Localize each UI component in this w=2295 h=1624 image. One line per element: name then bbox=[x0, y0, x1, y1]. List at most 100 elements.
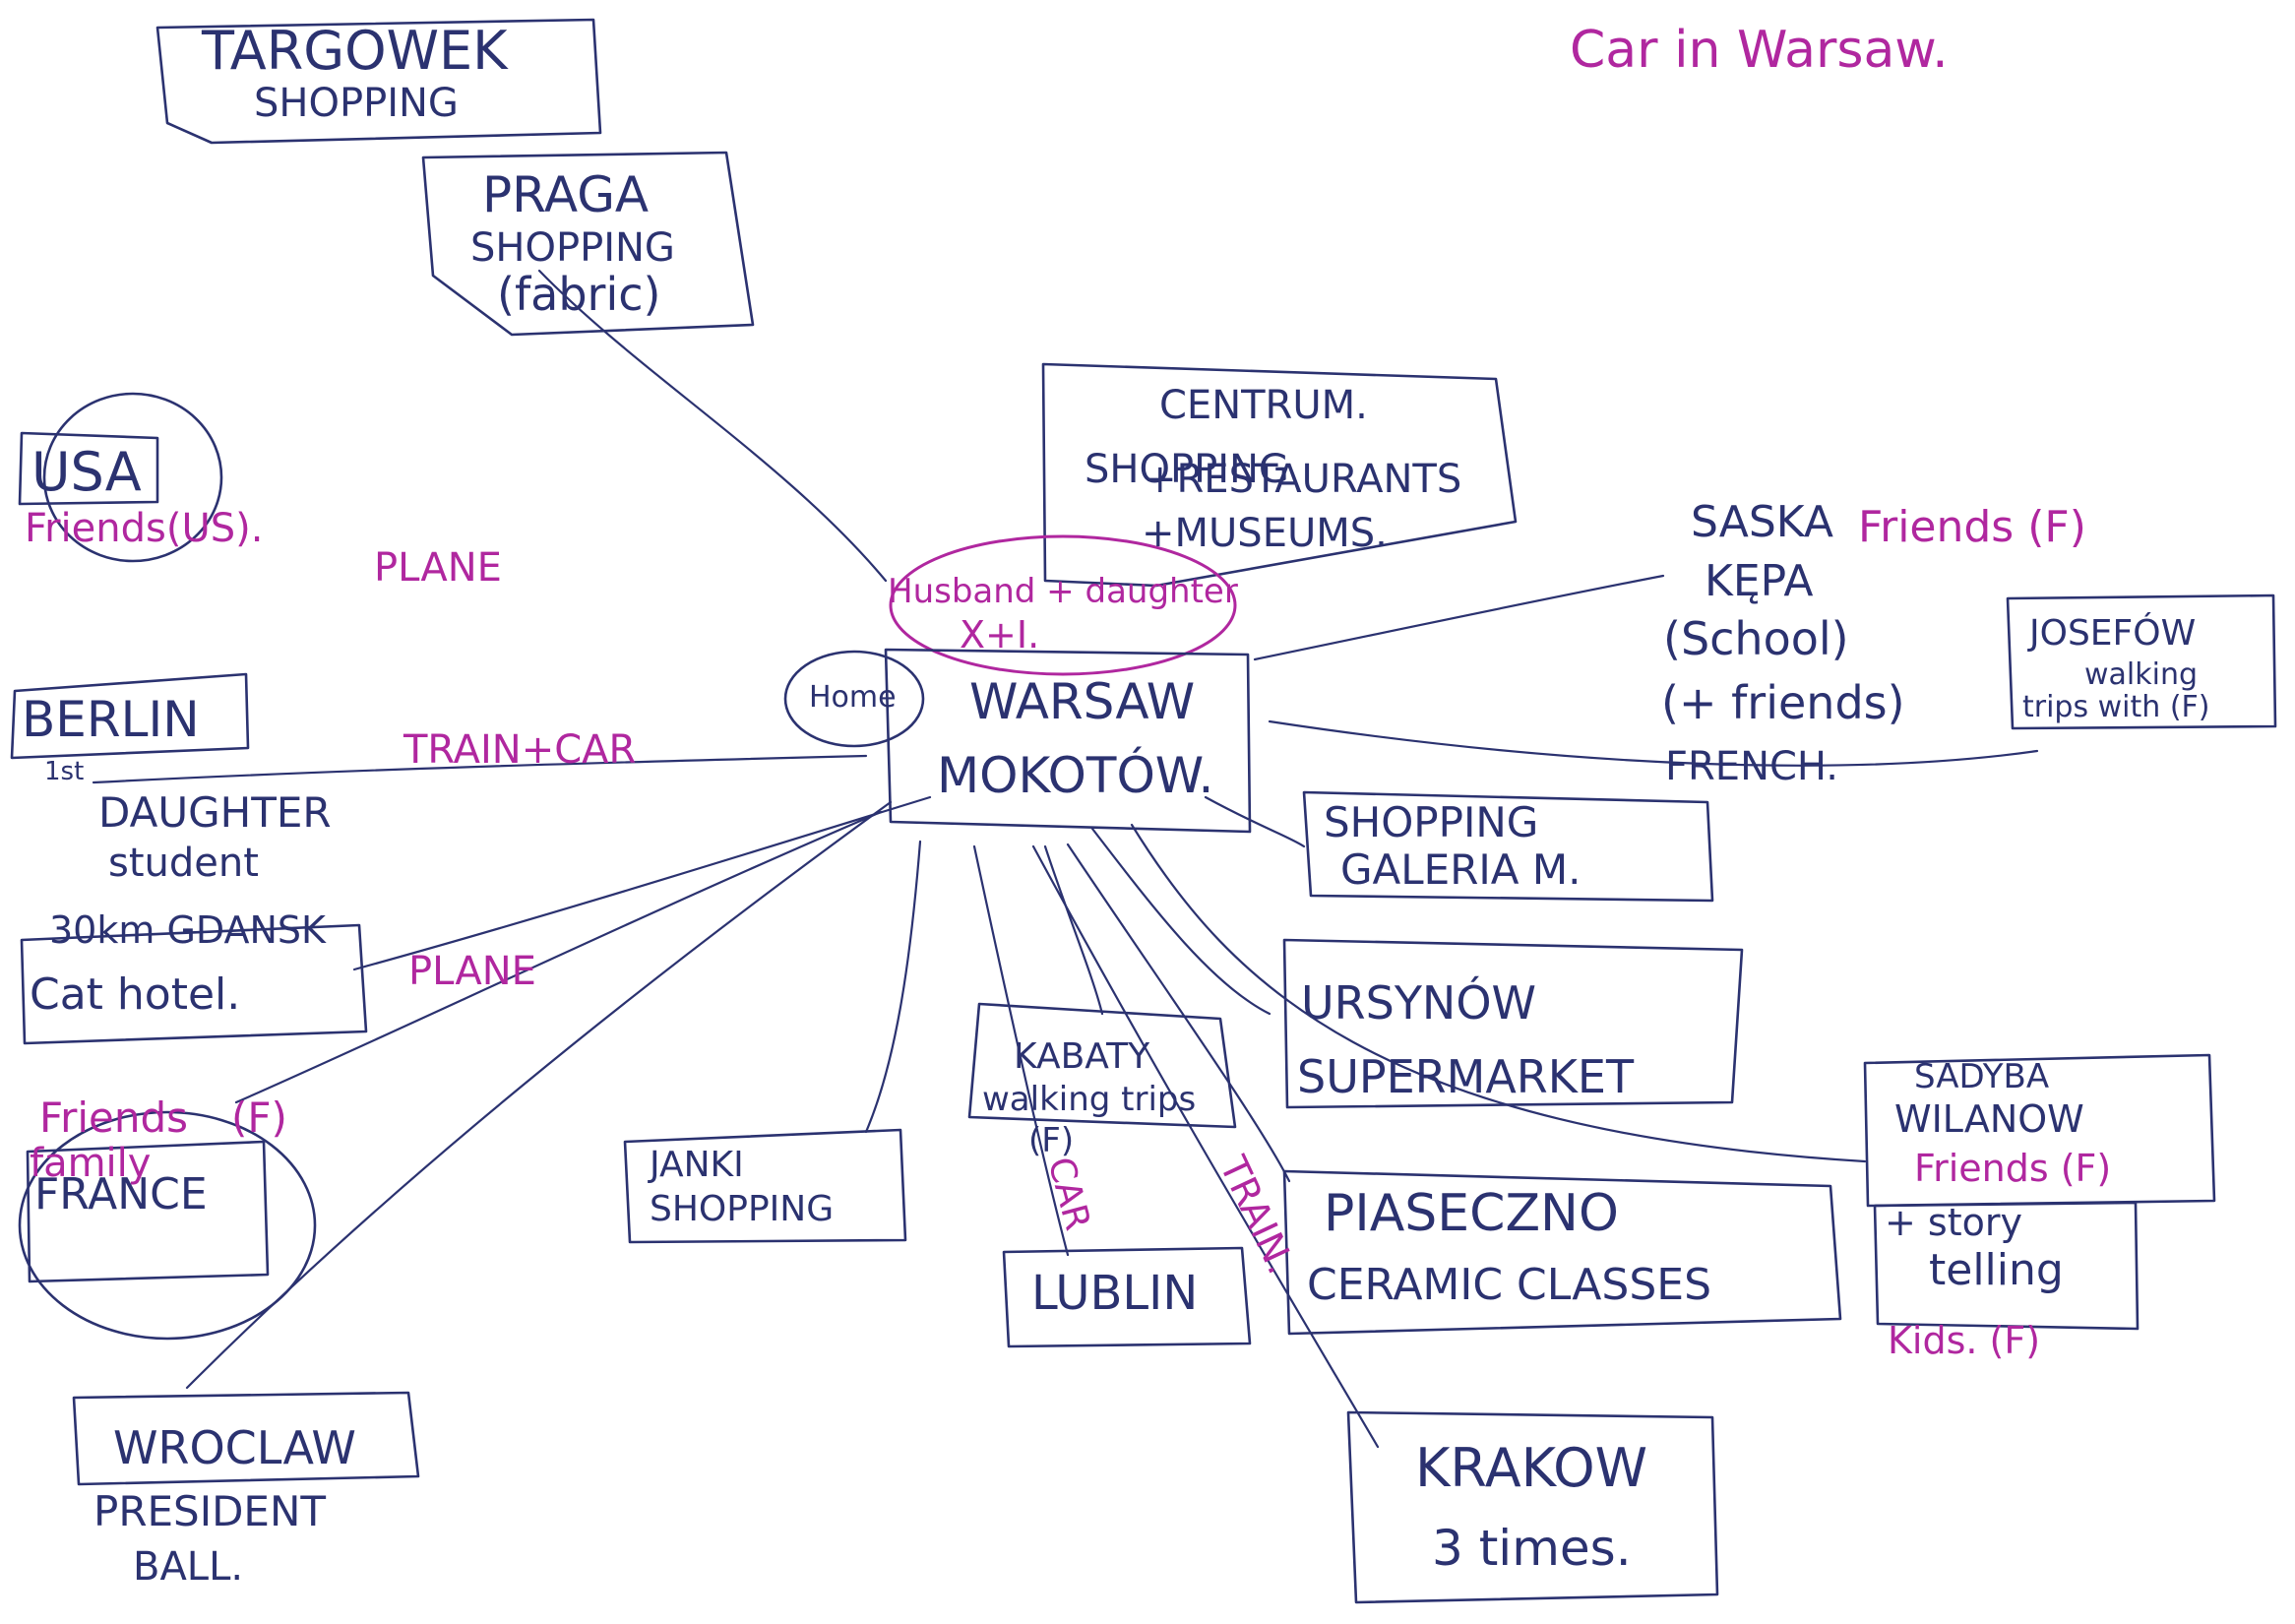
car-label: CAR bbox=[1039, 1153, 1097, 1234]
wroclaw-line-1: PRESIDENT bbox=[93, 1487, 326, 1535]
usa-note: Friends(US). bbox=[25, 506, 263, 551]
centrum-line-1: CENTRUM. bbox=[1159, 383, 1368, 428]
wroclaw-line-2: BALL. bbox=[133, 1544, 243, 1590]
france-label: FRANCE bbox=[34, 1169, 208, 1219]
link-saska bbox=[1253, 574, 1665, 661]
link-france bbox=[234, 810, 883, 1104]
france-circle bbox=[18, 1110, 317, 1341]
warsaw-label: WARSAW bbox=[969, 673, 1195, 730]
sadyba-sub-2: telling bbox=[1929, 1245, 2064, 1295]
mokotow-label: MOKOTÓW. bbox=[937, 746, 1213, 804]
josefow-line-1: JOSEFÓW bbox=[2027, 612, 2196, 654]
france-note-2: family bbox=[30, 1141, 151, 1186]
centrum-line-2: SHOPPING bbox=[1085, 447, 1289, 492]
krakow-line-1: KRAKOW bbox=[1415, 1437, 1647, 1499]
usa-box bbox=[18, 431, 159, 506]
household-ellipse bbox=[889, 534, 1237, 676]
page-title: Car in Warsaw. bbox=[1570, 21, 1949, 80]
sadyba-box bbox=[1863, 1053, 2216, 1208]
warsaw-box bbox=[884, 648, 1252, 834]
saska-line-1: SASKA bbox=[1691, 497, 1833, 547]
centrum-line-3: +RESTAURANTS bbox=[1144, 457, 1461, 502]
gdansk-line-1: 30km GDANSK bbox=[49, 908, 327, 952]
usa-circle bbox=[42, 392, 223, 563]
kabaty-line-2: walking trips bbox=[982, 1080, 1196, 1119]
targowek-line-2: SHOPPING bbox=[254, 81, 459, 126]
lublin-label: LUBLIN bbox=[1031, 1266, 1198, 1321]
gdansk-box bbox=[20, 923, 368, 1045]
gdansk-line-2: Cat hotel. bbox=[30, 969, 240, 1020]
link-piaseczno bbox=[1066, 843, 1291, 1183]
josefow-line-2: walking bbox=[2084, 657, 2198, 692]
train-label: TRAIN. bbox=[1210, 1149, 1302, 1280]
usa-label: USA bbox=[31, 441, 142, 503]
ursynow-box bbox=[1282, 938, 1744, 1109]
kabaty-line-1: KABATY bbox=[1014, 1036, 1150, 1077]
link-berlin bbox=[92, 754, 868, 784]
shopping-galeria-line-1: SHOPPING bbox=[1324, 798, 1538, 846]
home-label: Home bbox=[809, 680, 897, 715]
link-krakow bbox=[1031, 844, 1380, 1449]
janki-line-2: SHOPPING bbox=[650, 1189, 834, 1229]
berlin-label: BERLIN bbox=[22, 691, 200, 748]
josefow-box bbox=[2006, 593, 2277, 730]
france-box bbox=[26, 1140, 270, 1283]
home-ellipse bbox=[783, 650, 925, 748]
sadyba-kids: Kids. (F) bbox=[1888, 1319, 2040, 1362]
sadyba-line-1: SADYBA bbox=[1914, 1057, 2049, 1096]
piaseczno-box bbox=[1282, 1169, 1842, 1336]
ursynow-line-1: URSYNÓW bbox=[1301, 976, 1536, 1030]
janki-box bbox=[623, 1128, 907, 1244]
saska-line-4: (+ friends) bbox=[1661, 676, 1905, 729]
sadyba-sub-box bbox=[1873, 1201, 2140, 1331]
saska-line-5: FRENCH. bbox=[1665, 744, 1838, 789]
wroclaw-label: WROCLAW bbox=[113, 1421, 356, 1474]
berlin-line-1: DAUGHTER bbox=[98, 788, 332, 837]
shopping-galeria-line-2: GALERIA M. bbox=[1340, 845, 1581, 894]
berlin-marker: 1st bbox=[44, 757, 84, 786]
link-shopping-galeria bbox=[1204, 795, 1306, 848]
praga-line-2: SHOPPING bbox=[470, 225, 675, 271]
france-note-3: (F) bbox=[231, 1093, 287, 1142]
piaseczno-line-1: PIASECZNO bbox=[1324, 1184, 1619, 1243]
saska-note: Friends (F) bbox=[1858, 502, 2086, 552]
saska-line-3: (School) bbox=[1663, 612, 1849, 665]
krakow-line-2: 3 times. bbox=[1432, 1520, 1632, 1577]
kabaty-box bbox=[967, 1002, 1237, 1129]
berlin-box bbox=[10, 672, 250, 760]
plane-gdansk-label: PLANE bbox=[408, 949, 536, 994]
lublin-box bbox=[1002, 1246, 1252, 1348]
janki-line-1: JANKI bbox=[648, 1145, 744, 1185]
targowek-line-1: TARGOWEK bbox=[201, 20, 509, 82]
krakow-box bbox=[1346, 1410, 1719, 1604]
piaseczno-line-2: CERAMIC CLASSES bbox=[1307, 1260, 1711, 1310]
centrum-line-4: +MUSEUMS. bbox=[1142, 511, 1388, 556]
ursynow-line-2: SUPERMARKET bbox=[1297, 1050, 1635, 1103]
praga-line-3: (fabric) bbox=[497, 268, 660, 321]
node-shapes bbox=[10, 18, 2277, 1604]
centrum-box bbox=[1041, 362, 1518, 588]
link-lublin bbox=[972, 844, 1070, 1257]
link-ursynow bbox=[1090, 827, 1272, 1016]
kabaty-line-3: (F) bbox=[1028, 1121, 1074, 1160]
link-wroclaw bbox=[185, 800, 893, 1390]
saska-line-2: KĘPA bbox=[1705, 556, 1813, 606]
household-line-2: X+I. bbox=[960, 613, 1039, 656]
sadyba-sub-1: + story bbox=[1885, 1201, 2022, 1244]
link-sadyba bbox=[1130, 823, 1867, 1163]
shopping-galeria-box bbox=[1302, 790, 1714, 903]
berlin-line-2: student bbox=[108, 841, 259, 886]
link-janki bbox=[864, 840, 922, 1134]
train-car-label: TRAIN+CAR bbox=[403, 727, 636, 773]
sadyba-line-2: WILANOW bbox=[1894, 1097, 2084, 1141]
household-line-1: Husband + daughter bbox=[888, 572, 1238, 611]
josefow-line-3: trips with (F) bbox=[2022, 690, 2210, 724]
praga-line-1: PRAGA bbox=[482, 166, 649, 223]
targowek-box bbox=[155, 18, 602, 145]
link-praga bbox=[537, 269, 888, 583]
sadyba-note: Friends (F) bbox=[1914, 1147, 2111, 1190]
wroclaw-box bbox=[72, 1391, 420, 1486]
connectors bbox=[92, 269, 2039, 1449]
